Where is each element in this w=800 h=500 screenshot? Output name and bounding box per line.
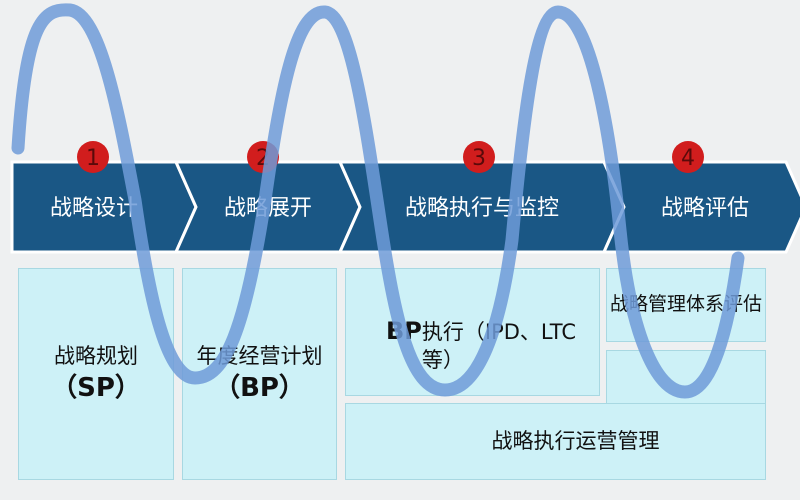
- sp-abbr: （SP）: [51, 372, 141, 403]
- badge-number: 4: [681, 146, 695, 171]
- bp-abbr: （BP）: [214, 372, 305, 403]
- operations-management-box: 战略执行运营管理: [345, 403, 766, 480]
- step-label-3: 战略执行与监控: [405, 196, 559, 221]
- badge-number: 1: [86, 146, 100, 171]
- step-number-badge-3: 3: [463, 141, 495, 173]
- badge-number: 3: [472, 146, 486, 171]
- badge-circle: [672, 141, 704, 173]
- step-label-1: 战略设计: [50, 196, 138, 221]
- sine-wave: [11, 3, 745, 399]
- operations-management-text: 战略执行运营管理: [491, 429, 660, 454]
- step-number-badge-1: 1: [77, 141, 109, 173]
- step-label-4: 战略评估: [661, 196, 749, 221]
- badge-circle: [463, 141, 495, 173]
- sp-title: 战略规划: [54, 344, 138, 369]
- badge-circle: [77, 141, 109, 173]
- step-number-badge-4: 4: [672, 141, 704, 173]
